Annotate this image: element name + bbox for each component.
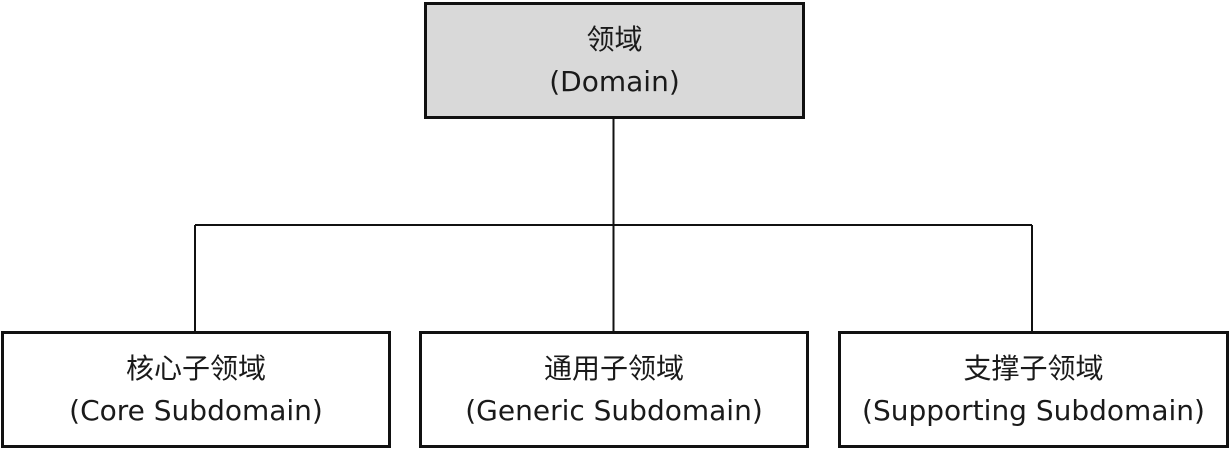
core-subdomain-title-en: (Core Subdomain)	[69, 393, 323, 427]
supporting-subdomain-node: 支撑子领域 (Supporting Subdomain)	[838, 331, 1229, 448]
generic-subdomain-title-en: (Generic Subdomain)	[465, 393, 763, 427]
generic-subdomain-node: 通用子领域 (Generic Subdomain)	[419, 331, 809, 448]
domain-node: 领域 (Domain)	[424, 2, 805, 119]
supporting-subdomain-title-cn: 支撑子领域	[963, 351, 1104, 385]
supporting-subdomain-title-en: (Supporting Subdomain)	[862, 393, 1205, 427]
domain-title-en: (Domain)	[549, 64, 680, 98]
core-subdomain-node: 核心子领域 (Core Subdomain)	[1, 331, 391, 448]
domain-title-cn: 领域	[586, 22, 643, 56]
core-subdomain-title-cn: 核心子领域	[125, 351, 266, 385]
generic-subdomain-title-cn: 通用子领域	[543, 351, 684, 385]
